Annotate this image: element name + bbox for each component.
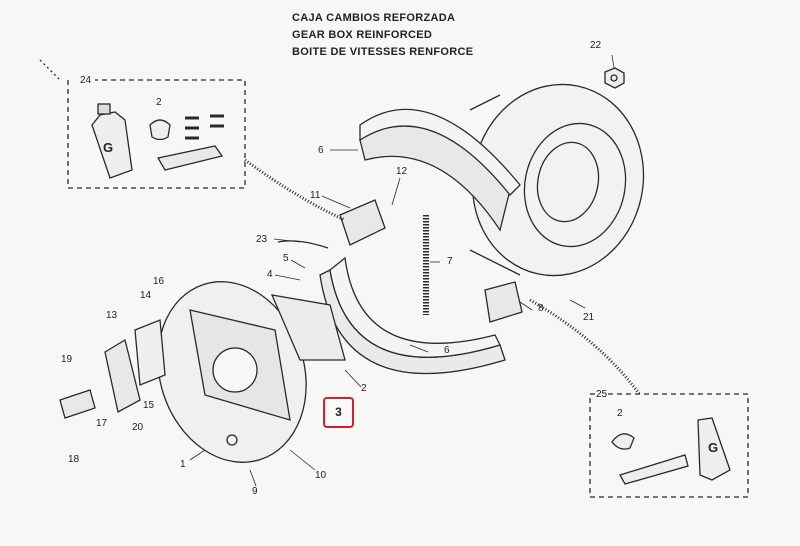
callout-10: 10 [315, 470, 327, 481]
callout-17: 17 [96, 418, 108, 429]
title-line-spanish: CAJA CAMBIOS REFORZADA [292, 12, 456, 24]
callout-2-inset25: 2 [617, 408, 623, 419]
callout-13: 13 [106, 310, 118, 321]
wheel-nut [604, 67, 625, 89]
callout-5: 5 [283, 253, 289, 264]
inset-box-24 [39, 59, 246, 189]
title-line-english: GEAR BOX REINFORCED [292, 29, 433, 41]
callout-9: 9 [252, 486, 258, 497]
callout-12: 12 [396, 166, 408, 177]
callout-23: 23 [256, 234, 268, 245]
callout-20: 20 [132, 422, 144, 433]
callout-21: 21 [583, 312, 595, 323]
tube-letter-24: G [103, 140, 114, 155]
handbrake-cable [529, 298, 642, 396]
title-line-french: BOITE DE VITESSES RENFORCE [292, 46, 474, 58]
brake-drum [469, 83, 645, 277]
shoe-steady-parts [270, 294, 346, 361]
callout-14: 14 [140, 290, 152, 301]
wheel-cylinder-upper [277, 199, 386, 249]
backing-plate [157, 281, 307, 463]
handbrake-lever [59, 319, 166, 419]
callout-1: 1 [180, 459, 186, 470]
highlighted-part-3[interactable]: 3 [323, 397, 354, 428]
callout-11: 11 [310, 190, 321, 201]
leader-lines [189, 54, 615, 487]
callout-8: 8 [538, 303, 544, 314]
highlighted-part-3-label: 3 [335, 405, 342, 419]
callout-18: 18 [68, 454, 80, 465]
callout-4: 4 [267, 269, 273, 280]
lower-brake-shoe [319, 256, 506, 375]
callout-22: 22 [590, 40, 602, 51]
callout-7: 7 [447, 256, 453, 267]
handbrake-cable-upper [244, 158, 346, 222]
upper-brake-shoe [359, 108, 521, 232]
callout-6-upper: 6 [318, 145, 324, 156]
wheel-cylinder-right [484, 281, 523, 323]
callout-25: 25 [596, 389, 608, 400]
callout-24: 24 [80, 75, 92, 86]
tube-letter-25: G [708, 440, 719, 455]
callout-6-lower: 6 [444, 345, 450, 356]
callout-15: 15 [143, 400, 155, 411]
callout-2-plate: 2 [361, 383, 367, 394]
inset-box-25 [589, 393, 749, 498]
callout-2-inset24: 2 [156, 97, 162, 108]
callout-19: 19 [61, 354, 73, 365]
callout-16: 16 [153, 276, 165, 287]
